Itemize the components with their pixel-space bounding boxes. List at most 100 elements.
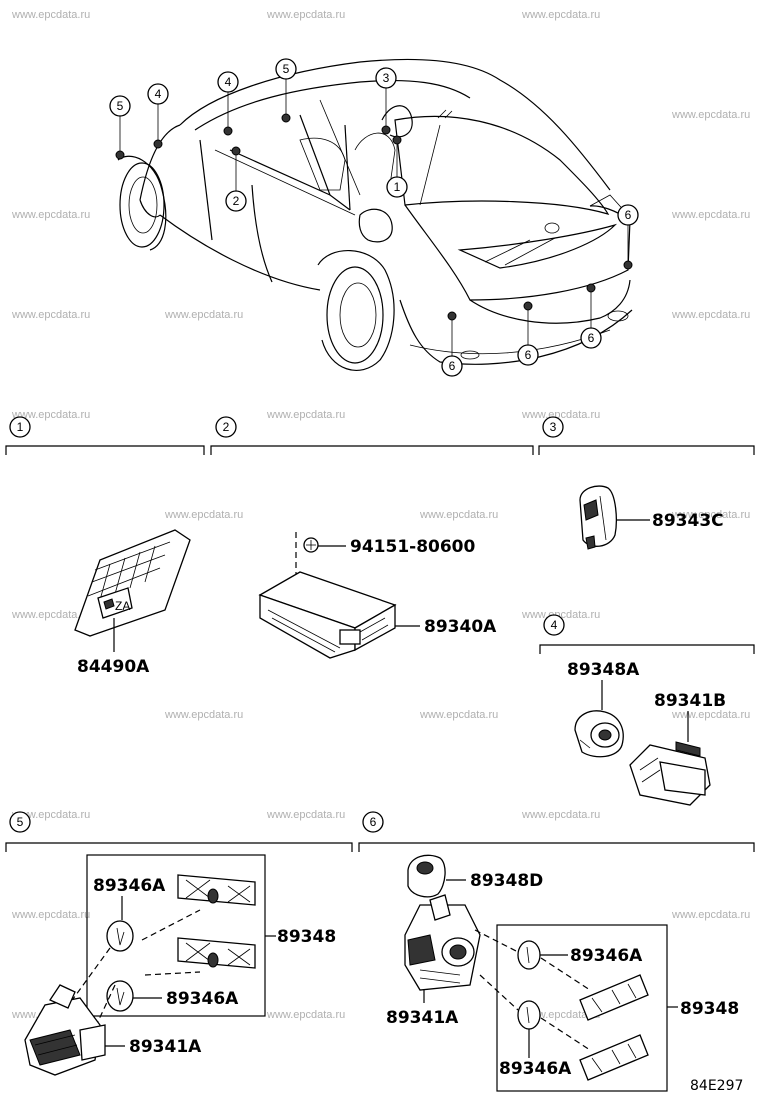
callout-circle <box>147 83 169 105</box>
sensor-dot <box>153 139 163 149</box>
watermark: www.epcdata.ru <box>266 409 345 421</box>
watermark: www.epcdata.ru <box>164 709 243 721</box>
sensor-dot <box>623 260 633 270</box>
callout-label: 3 <box>383 71 390 85</box>
part-number-94151-80600: 94151-80600 <box>350 537 476 557</box>
watermark: www.epcdata.ru <box>11 909 90 921</box>
callout-label: 6 <box>449 359 456 373</box>
section-bracket <box>5 842 353 852</box>
section-number: 3 <box>550 420 557 434</box>
callout-label: 4 <box>155 87 162 101</box>
callout-circle <box>517 344 539 366</box>
part-number-89341b: 89341B <box>654 691 726 711</box>
watermark: www.epcdata.ru <box>164 509 243 521</box>
part-number-89348: 89348 <box>680 999 739 1019</box>
section-5: 89348 89346A 89346A 89341A <box>24 854 336 1076</box>
callout-circle <box>375 67 397 89</box>
section-6: 89348D 89341A 89348 89346A 89346A <box>386 854 739 1092</box>
part-number-89346a: 89346A <box>166 989 239 1009</box>
svg-text:ZA: ZA <box>115 599 130 613</box>
watermark: www.epcdata.ru <box>671 509 750 521</box>
watermark: www.epcdata.ru <box>521 409 600 421</box>
watermark: www.epcdata.ru <box>419 709 498 721</box>
section-number: 6 <box>370 815 377 829</box>
callout-circle <box>225 190 247 212</box>
watermark: www.epcdata.ru <box>11 9 90 21</box>
sensor-dot <box>523 301 533 311</box>
part-number-84490a: 84490A <box>77 657 150 677</box>
section-headers-row2: 5 6 <box>5 811 755 852</box>
callout-label: 6 <box>525 348 532 362</box>
callout-circle <box>617 204 639 226</box>
car-callouts: 5 4 4 5 3 2 1 6 6 6 6 <box>109 58 639 377</box>
section-3-sensor: 89343C <box>579 485 724 550</box>
kit-box <box>496 924 668 1092</box>
callout-label: 2 <box>233 194 240 208</box>
watermark: www.epcdata.ru <box>671 309 750 321</box>
watermark: www.epcdata.ru <box>11 609 90 621</box>
callout-circle <box>386 176 408 198</box>
callout-label: 4 <box>225 75 232 89</box>
section-1-switch: ZA 84490A <box>74 529 191 677</box>
sensor-dot <box>115 150 125 160</box>
figure-code: 84E297 <box>690 1078 743 1094</box>
sensor-dot <box>447 311 457 321</box>
callout-label: 5 <box>117 99 124 113</box>
section-number: 2 <box>223 420 230 434</box>
sensor-dot <box>381 125 391 135</box>
sensor-dot <box>392 135 402 145</box>
section-bracket <box>210 445 534 455</box>
watermark: www.epcdata.ru <box>521 9 600 21</box>
sensor-dot <box>223 126 233 136</box>
watermark: www.epcdata.ru <box>671 209 750 221</box>
sensor-dot <box>586 283 596 293</box>
section-number: 4 <box>551 618 558 632</box>
part-number-89348: 89348 <box>277 927 336 947</box>
watermark: www.epcdata.ru <box>266 1009 345 1021</box>
watermark: www.epcdata.ru <box>671 109 750 121</box>
part-number-89346a: 89346A <box>570 946 643 966</box>
sensor-dot <box>281 113 291 123</box>
watermark-layer: www.epcdata.ru www.epcdata.ru www.epcdat… <box>11 9 750 1021</box>
callout-label: 6 <box>625 208 632 222</box>
part-number-89340a: 89340A <box>424 617 497 637</box>
watermark: www.epcdata.ru <box>266 9 345 21</box>
section-2-ecu: 94151-80600 89340A <box>258 532 497 659</box>
section-headers-row1: 1 2 3 <box>5 416 755 455</box>
part-number-89346a: 89346A <box>499 1059 572 1079</box>
part-number-89341a: 89341A <box>386 1008 459 1028</box>
car-illustration <box>117 58 633 371</box>
car-sensor-markers <box>115 113 633 321</box>
section-bracket <box>358 842 755 852</box>
callout-circle <box>109 95 131 117</box>
watermark: www.epcdata.ru <box>11 809 90 821</box>
part-number-89341a: 89341A <box>129 1037 202 1057</box>
callout-label: 5 <box>283 62 290 76</box>
section-number: 1 <box>17 420 24 434</box>
watermark: www.epcdata.ru <box>164 309 243 321</box>
watermark: www.epcdata.ru <box>11 309 90 321</box>
part-number-89348d: 89348D <box>470 871 543 891</box>
watermark: www.epcdata.ru <box>11 209 90 221</box>
callout-circle <box>580 327 602 349</box>
callout-label: 1 <box>394 180 401 194</box>
part-number-89348a: 89348A <box>567 660 640 680</box>
callout-circle <box>275 58 297 80</box>
watermark: www.epcdata.ru <box>419 509 498 521</box>
callout-label: 6 <box>588 331 595 345</box>
part-number-89343c: 89343C <box>652 511 724 531</box>
watermark: www.epcdata.ru <box>521 809 600 821</box>
section-4: 4 89348A 89341B <box>539 614 755 806</box>
watermark: www.epcdata.ru <box>521 609 600 621</box>
callout-circle <box>441 355 463 377</box>
watermark: www.epcdata.ru <box>671 909 750 921</box>
section-bracket <box>539 644 755 654</box>
sensor-dot <box>231 146 241 156</box>
section-bracket <box>538 445 755 455</box>
watermark: www.epcdata.ru <box>521 1009 600 1021</box>
section-bracket <box>5 445 205 455</box>
watermark: www.epcdata.ru <box>11 409 90 421</box>
watermark: www.epcdata.ru <box>266 809 345 821</box>
part-number-89346a: 89346A <box>93 876 166 896</box>
